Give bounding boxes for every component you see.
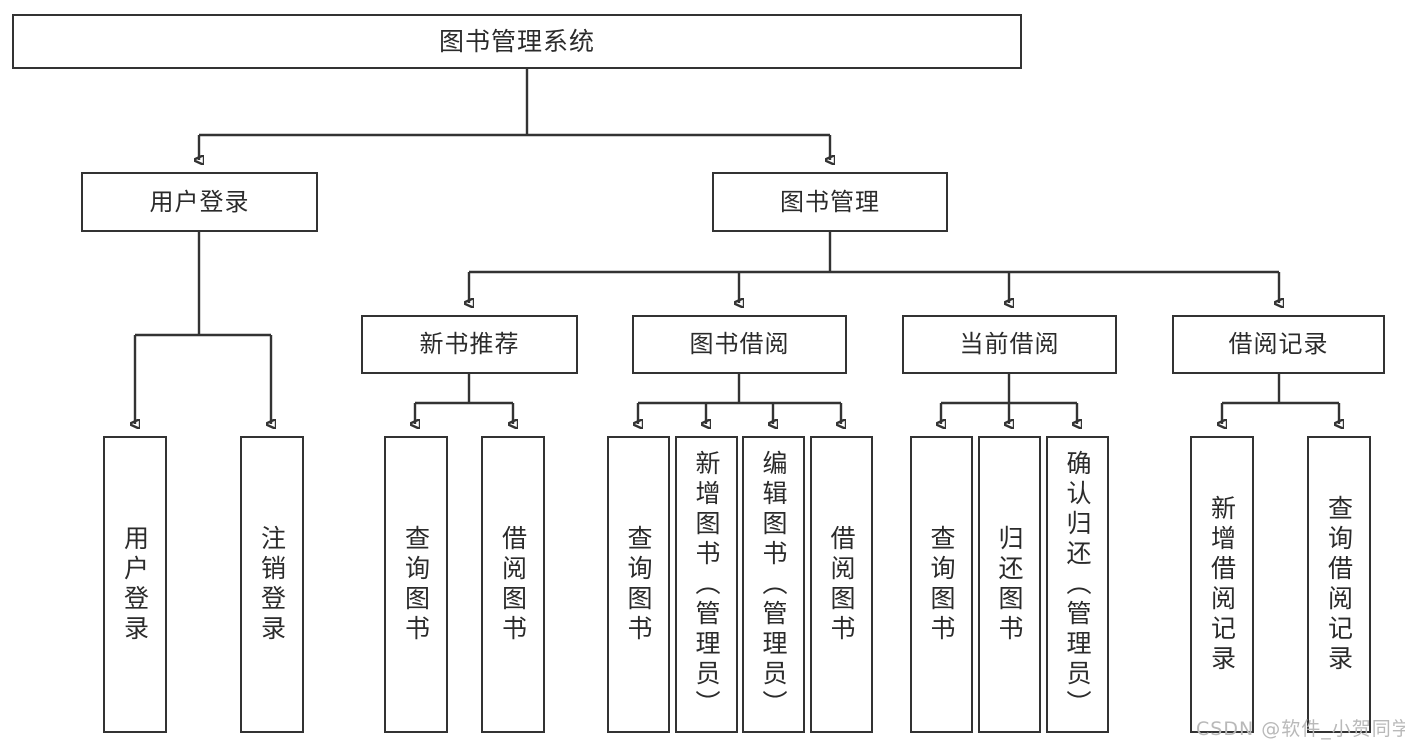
node-label: 查询借阅记录 [1324,494,1354,675]
node-label: 查询图书 [401,524,431,645]
leaf-current-borrow-confirm-return-admin[interactable]: 确认归还（管理员） [1046,436,1109,733]
node-new-book-recommend[interactable]: 新书推荐 [361,315,578,374]
node-label: 用户登录 [149,187,250,216]
node-label: 查询图书 [624,524,653,645]
node-user-login[interactable]: 用户登录 [81,172,318,232]
node-label: 新增图书（管理员） [692,449,721,720]
node-label: 注销登录 [257,524,287,645]
leaf-current-borrow-return-book[interactable]: 归还图书 [978,436,1041,733]
node-book-borrow[interactable]: 图书借阅 [632,315,847,374]
node-label: 查询图书 [927,524,956,645]
node-label: 当前借阅 [959,330,1060,359]
leaf-book-borrow-edit-book-admin[interactable]: 编辑图书（管理员） [742,436,805,733]
leaf-user-login-logout[interactable]: 注销登录 [240,436,304,733]
node-book-management[interactable]: 图书管理 [712,172,948,232]
node-label: 归还图书 [995,524,1024,645]
leaf-current-borrow-query-book[interactable]: 查询图书 [910,436,973,733]
node-root-book-management-system[interactable]: 图书管理系统 [12,14,1022,69]
node-label: 图书管理 [780,187,880,216]
leaf-user-login-login[interactable]: 用户登录 [103,436,167,733]
node-current-borrow[interactable]: 当前借阅 [902,315,1117,374]
node-label: 编辑图书（管理员） [759,449,788,720]
leaf-borrow-record-add-record[interactable]: 新增借阅记录 [1190,436,1254,733]
leaf-new-book-query-book[interactable]: 查询图书 [384,436,448,733]
node-label: 图书管理系统 [438,26,595,56]
node-label: 新书推荐 [419,330,520,359]
node-label: 图书借阅 [689,330,790,359]
node-label: 借阅图书 [498,524,528,645]
node-label: 借阅记录 [1228,330,1329,359]
leaf-book-borrow-add-book-admin[interactable]: 新增图书（管理员） [675,436,738,733]
node-label: 确认归还（管理员） [1063,449,1092,720]
node-borrow-record[interactable]: 借阅记录 [1172,315,1385,374]
leaf-book-borrow-query-book[interactable]: 查询图书 [607,436,670,733]
node-label: 用户登录 [120,524,150,645]
leaf-borrow-record-query-record[interactable]: 查询借阅记录 [1307,436,1371,733]
node-label: 借阅图书 [827,524,856,645]
node-label: 新增借阅记录 [1207,494,1237,675]
leaf-book-borrow-borrow-book[interactable]: 借阅图书 [810,436,873,733]
leaf-new-book-borrow-book[interactable]: 借阅图书 [481,436,545,733]
